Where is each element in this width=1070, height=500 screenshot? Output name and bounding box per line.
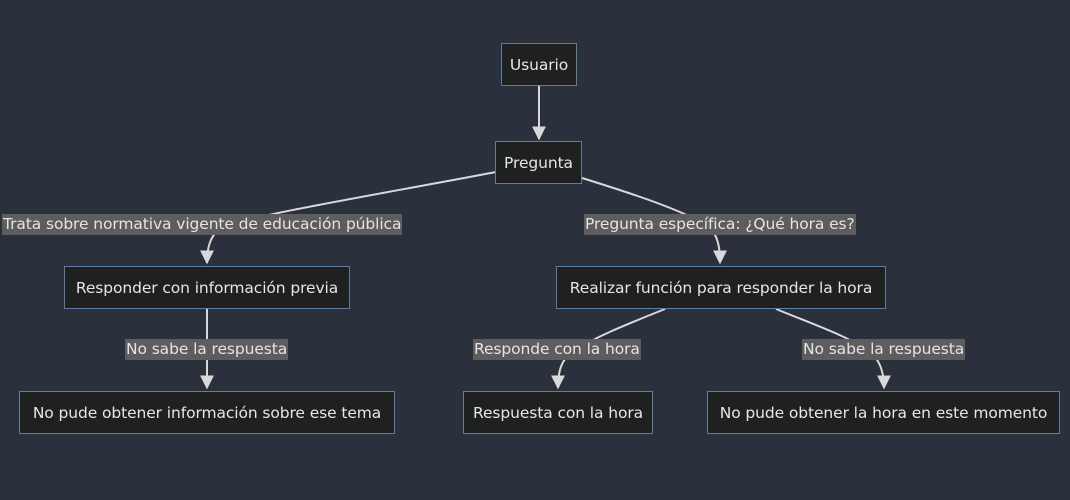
node-usuario[interactable]: Usuario: [501, 43, 577, 86]
node-responder-previa[interactable]: Responder con información previa: [64, 266, 350, 309]
node-no-info-tema[interactable]: No pude obtener información sobre ese te…: [19, 391, 395, 434]
edge-label-hora-especifica: Pregunta específica: ¿Qué hora es?: [584, 214, 856, 235]
edge-label-no-sabe-right: No sabe la respuesta: [802, 339, 966, 360]
edge-label-normativa: Trata sobre normativa vigente de educaci…: [2, 214, 403, 235]
node-pregunta-label: Pregunta: [504, 153, 573, 172]
node-respuesta-hora-label: Respuesta con la hora: [472, 403, 644, 422]
node-realizar-funcion-label: Realizar función para responder la hora: [569, 278, 873, 297]
edge-label-no-sabe-left: No sabe la respuesta: [125, 339, 289, 360]
node-realizar-funcion[interactable]: Realizar función para responder la hora: [556, 266, 886, 309]
node-no-hora-label: No pude obtener la hora en este momento: [719, 403, 1048, 422]
node-pregunta[interactable]: Pregunta: [495, 141, 582, 184]
node-no-info-tema-label: No pude obtener información sobre ese te…: [32, 403, 382, 422]
node-usuario-label: Usuario: [509, 55, 569, 74]
edge-label-responde-hora: Responde con la hora: [473, 339, 641, 360]
node-respuesta-hora[interactable]: Respuesta con la hora: [463, 391, 653, 434]
node-no-hora[interactable]: No pude obtener la hora en este momento: [707, 391, 1060, 434]
node-responder-previa-label: Responder con información previa: [75, 278, 339, 297]
